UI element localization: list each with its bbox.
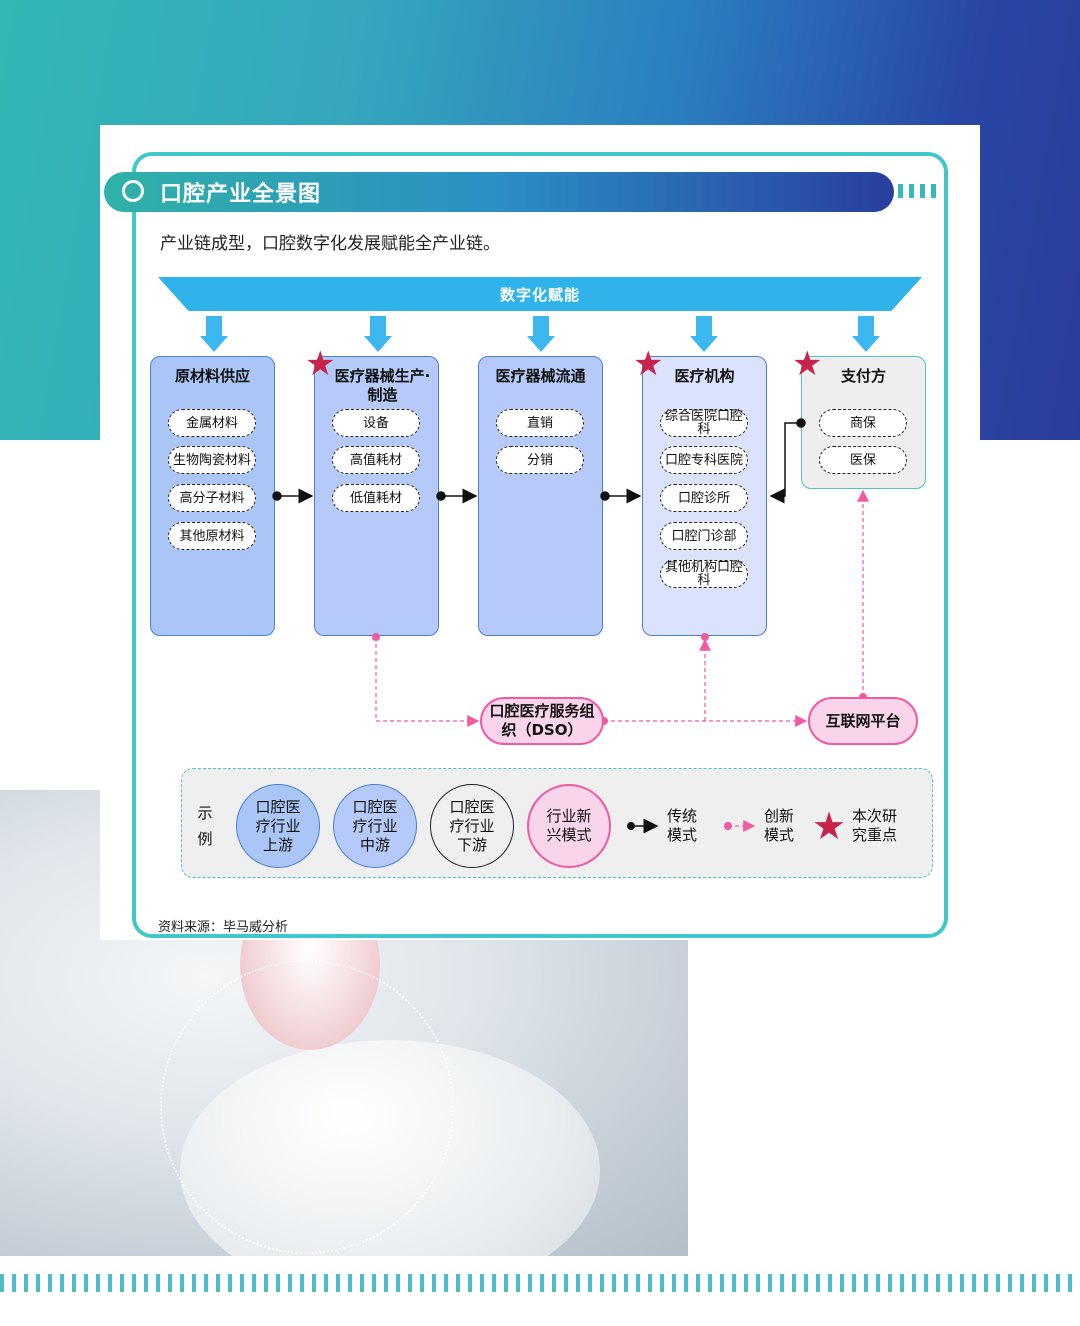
item-metal: 金属材料 <box>168 409 256 437</box>
legend-midstream: 口腔医疗行业中游 <box>333 784 417 868</box>
arrow-down-icon <box>852 316 880 352</box>
item-general-hospital: 综合医院口腔科 <box>660 409 748 437</box>
arrow-down-icon <box>364 316 392 352</box>
star-icon: ★ <box>633 347 663 381</box>
star-icon: ★ <box>305 347 335 381</box>
legend-downstream: 口腔医疗行业下游 <box>430 784 514 868</box>
item-medical-insurance: 医保 <box>819 446 907 474</box>
star-icon: ★ <box>812 807 846 845</box>
column-title: 医疗器械流通 <box>479 367 602 386</box>
item-other-raw: 其他原材料 <box>168 522 256 550</box>
subtitle: 产业链成型，口腔数字化发展赋能全产业链。 <box>160 229 500 254</box>
arrow-down-icon <box>527 316 555 352</box>
column-title: 原材料供应 <box>151 367 274 386</box>
item-bioceramic: 生物陶瓷材料 <box>168 446 256 474</box>
legend-innovative: 创新模式 <box>764 807 800 845</box>
item-distribution: 分销 <box>496 446 584 474</box>
item-equipment: 设备 <box>332 409 420 437</box>
tick-decoration <box>898 184 942 198</box>
arrow-down-icon <box>690 316 718 352</box>
bottom-stripe <box>0 1274 1080 1292</box>
column-distribution: 医疗器械流通 <box>478 356 603 636</box>
item-other-institution: 其他机构口腔科 <box>660 560 748 588</box>
item-polymer: 高分子材料 <box>168 484 256 512</box>
arrow-down-icon <box>200 316 228 352</box>
legend-traditional: 传统模式 <box>667 807 703 845</box>
item-clinic: 口腔诊所 <box>660 484 748 512</box>
item-direct: 直销 <box>496 409 584 437</box>
legend-upstream: 口腔医疗行业上游 <box>236 784 320 868</box>
internet-platform-node: 互联网平台 <box>808 697 918 745</box>
star-icon: ★ <box>792 347 822 381</box>
dso-node: 口腔医疗服务组织（DSO） <box>480 697 604 745</box>
item-commercial-insurance: 商保 <box>819 409 907 437</box>
item-low-value: 低值耗材 <box>332 484 420 512</box>
page-title: 口腔产业全景图 <box>160 176 321 208</box>
legend-label: 示例 <box>196 800 214 852</box>
item-high-value: 高值耗材 <box>332 446 420 474</box>
source-note: 资料来源：毕马威分析 <box>158 916 288 935</box>
digital-banner-label: 数字化赋能 <box>158 284 922 305</box>
circle-icon <box>122 180 144 202</box>
item-outpatient: 口腔门诊部 <box>660 522 748 550</box>
item-specialty-hospital: 口腔专科医院 <box>660 446 748 474</box>
legend-new-model: 行业新兴模式 <box>527 784 611 868</box>
legend-focus: 本次研究重点 <box>852 807 904 845</box>
